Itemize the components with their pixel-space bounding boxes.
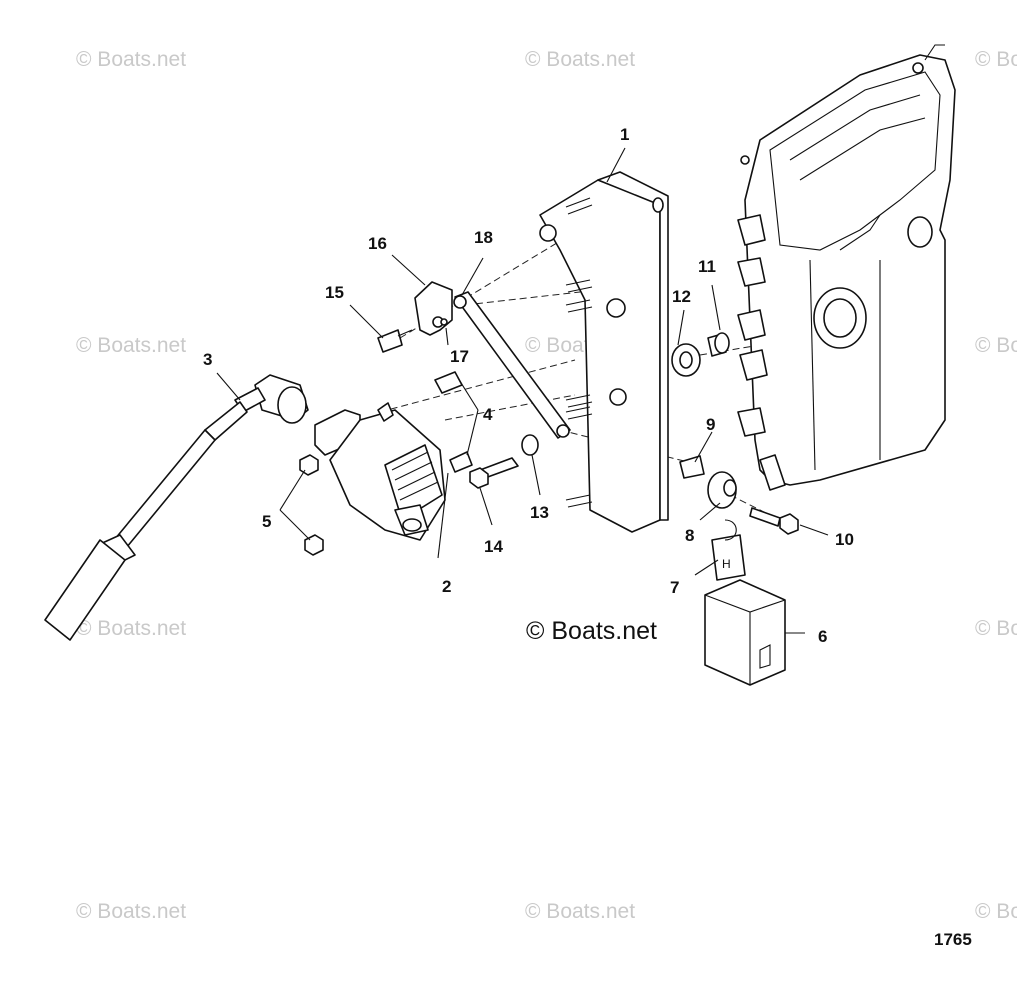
watermark-main-text: © Boats.net [526, 617, 657, 645]
watermark-text: © Boats.net [76, 48, 187, 71]
watermark-text: © Boats.net [76, 334, 187, 357]
callout-1: 1 [620, 125, 629, 144]
ignition-lead [44, 374, 309, 641]
svg-text:H: H [722, 557, 731, 571]
watermark-text: © Boats.net [525, 48, 636, 71]
bolt-and-washer [469, 434, 539, 489]
bushing-and-bolt [707, 471, 799, 535]
retaining-clip: H [711, 519, 746, 581]
grommets [671, 332, 730, 479]
figure-number: 1765 [934, 930, 972, 949]
watermark-text: © Boats.net [525, 900, 636, 923]
watermark-text: © Boats.net [975, 334, 1017, 357]
callout-3: 3 [203, 350, 212, 369]
callout-12: 12 [672, 287, 691, 306]
callout-8: 8 [685, 526, 694, 545]
callout-2: 2 [442, 577, 451, 596]
callout-5: 5 [262, 512, 271, 531]
watermark-text: © Boats.net [975, 900, 1017, 923]
engine-cover [737, 44, 956, 491]
relay [704, 579, 786, 686]
callout-11: 11 [698, 257, 716, 276]
callout-13: 13 [530, 503, 549, 522]
callout-numbers: 1 2 3 4 5 6 7 8 9 10 11 12 13 14 15 16 1… [203, 125, 854, 646]
callout-14: 14 [484, 537, 503, 556]
ignition-coil [314, 402, 446, 541]
watermark-text: © Boats.net [76, 617, 187, 640]
callout-16: 16 [368, 234, 387, 253]
callout-4: 4 [483, 405, 493, 424]
watermark-text: © Boats.net [975, 617, 1017, 640]
leader-lines [216, 147, 829, 634]
watermark-text: © Boats.net [975, 48, 1017, 71]
callout-7: 7 [670, 578, 679, 597]
callout-6: 6 [818, 627, 827, 646]
callout-10: 10 [835, 530, 854, 549]
callout-15: 15 [325, 283, 344, 302]
watermark-text: © Boats.net [76, 900, 187, 923]
clamp-assembly [377, 281, 571, 439]
mounting-bracket [539, 171, 669, 533]
callout-17: 17 [450, 347, 469, 366]
callout-18: 18 [474, 228, 493, 247]
callout-9: 9 [706, 415, 715, 434]
nuts [299, 454, 324, 556]
